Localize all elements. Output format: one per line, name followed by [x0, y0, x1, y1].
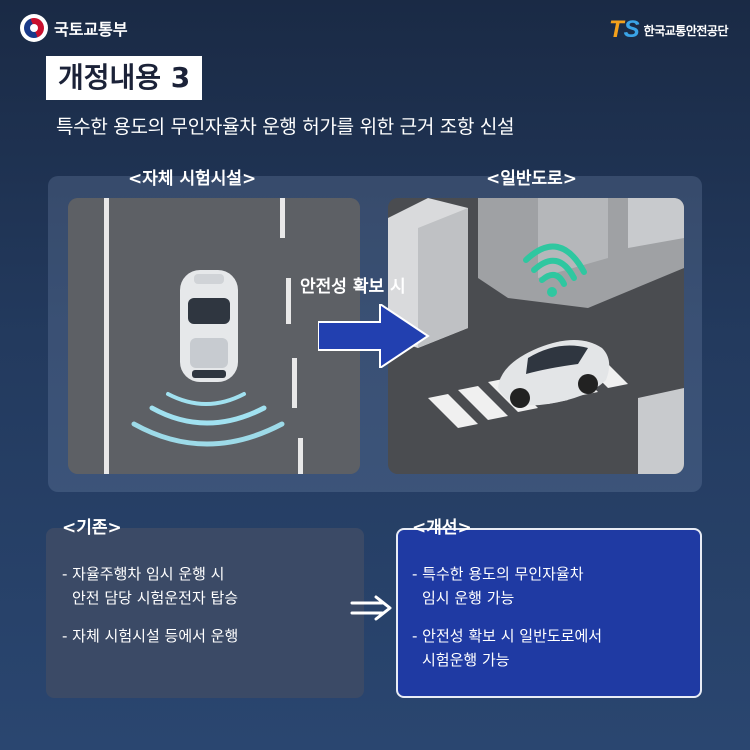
ts-logo: TS 한국교통안전공단: [608, 16, 729, 43]
ministry-logo: 국토교통부: [20, 14, 128, 42]
new-item: - 특수한 용도의 무인자율차: [412, 565, 584, 583]
government-emblem-icon: [20, 14, 48, 42]
section-badge: 개정내용 3: [46, 56, 203, 100]
section-subtitle: 특수한 용도의 무인자율차 운행 허가를 위한 근거 조항 신설: [56, 116, 515, 138]
ts-logo-mark: TS: [608, 16, 640, 43]
improved-rule-label: <개선>: [412, 518, 472, 538]
org-name: 한국교통안전공단: [643, 23, 729, 38]
ministry-name: 국토교통부: [54, 20, 128, 39]
new-item: 임시 운행 가능: [422, 589, 515, 607]
right-arrow-icon: [317, 302, 430, 372]
car-icon: [498, 340, 610, 408]
test-facility-illustration: [68, 198, 360, 474]
safety-condition-label: 안전성 확보 시: [300, 277, 406, 297]
old-item: - 자율주행차 임시 운행 시: [62, 565, 225, 583]
test-facility-label: <자체 시험시설>: [128, 169, 257, 189]
new-item: 시험운행 가능: [422, 651, 510, 669]
car-top-icon: [180, 270, 238, 382]
old-item: - 자체 시험시설 등에서 운행: [62, 627, 239, 645]
double-arrow-icon: [348, 594, 394, 626]
current-rule-box: - 자율주행차 임시 운행 시 안전 담당 시험운전자 탑승 - 자체 시험시설…: [46, 528, 364, 698]
public-road-illustration: [388, 198, 684, 474]
public-road-label: <일반도로>: [486, 169, 578, 189]
new-item: - 안전성 확보 시 일반도로에서: [412, 627, 603, 645]
improved-rule-box: - 특수한 용도의 무인자율차 임시 운행 가능 - 안전성 확보 시 일반도로…: [396, 528, 702, 698]
old-item: 안전 담당 시험운전자 탑승: [72, 589, 239, 607]
current-rule-label: <기존>: [62, 518, 122, 538]
